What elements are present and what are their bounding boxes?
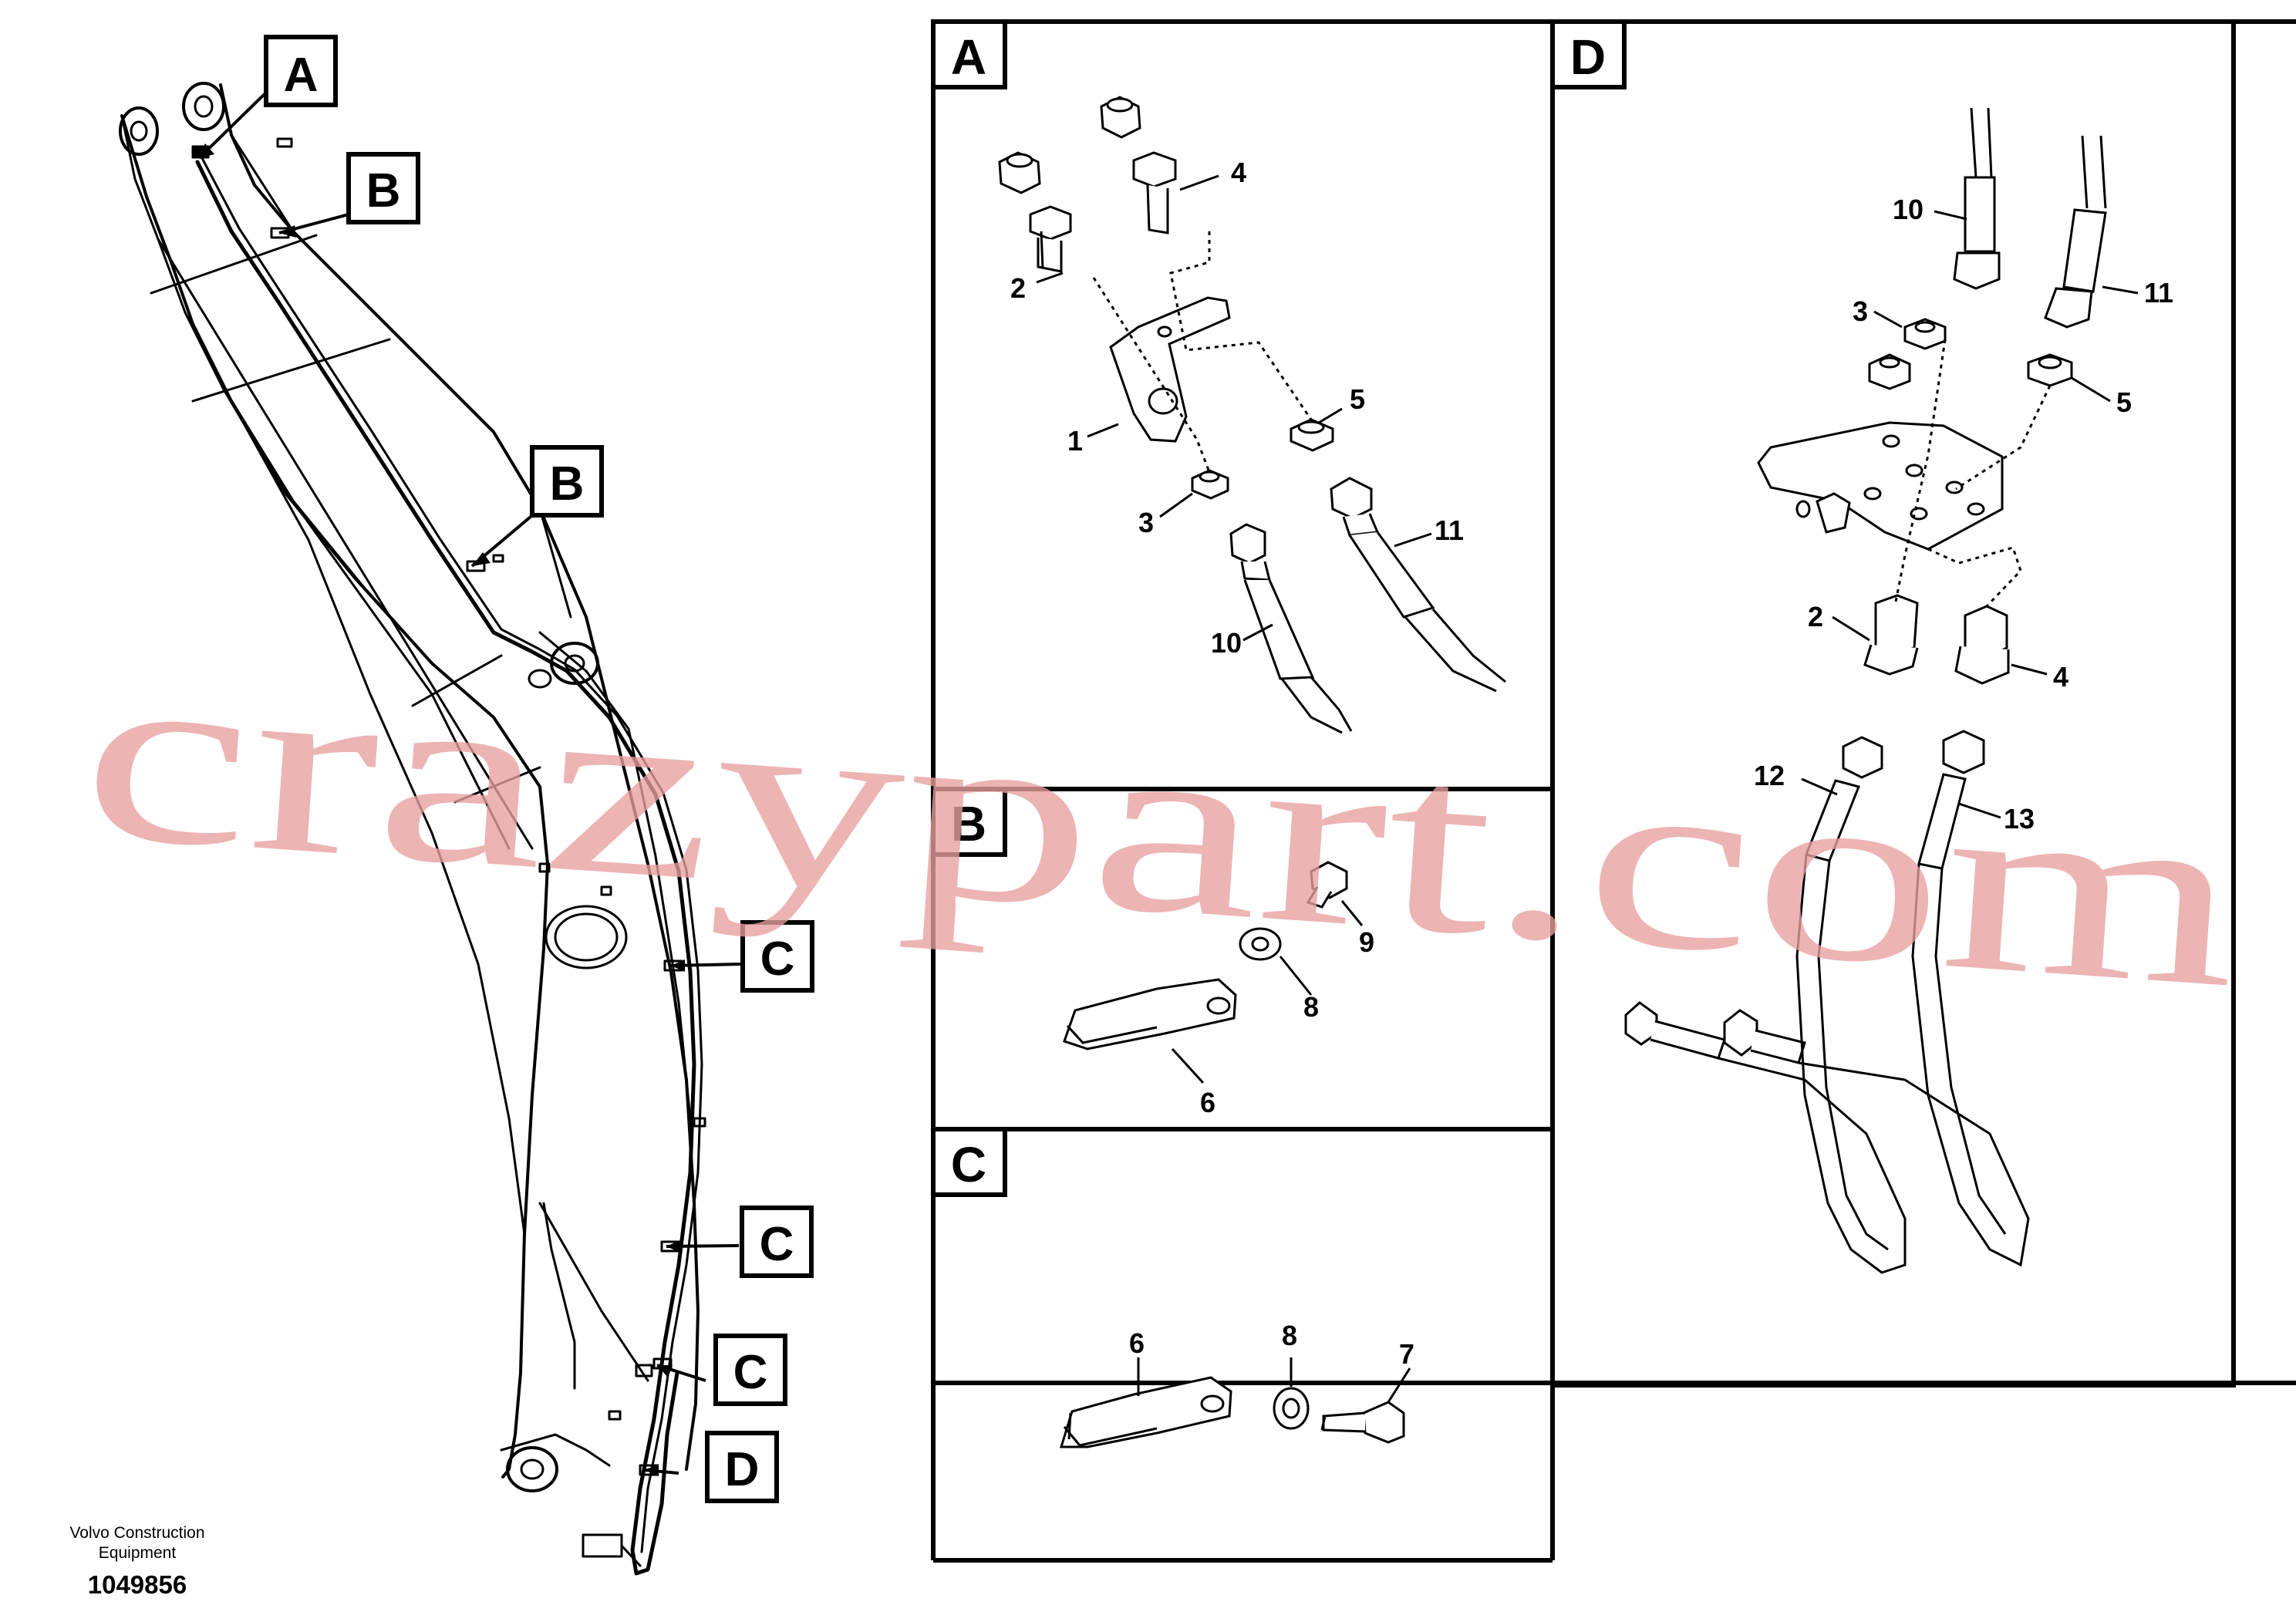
part-number-2: 2 [1010, 272, 1026, 304]
svg-text:A: A [951, 29, 986, 85]
watermark: crazypart.com [75, 609, 2249, 1041]
part-number-1: 1 [1067, 425, 1083, 457]
company-line-2: Equipment [99, 1544, 177, 1562]
part-number-10: 10 [1893, 194, 1923, 225]
callout-box-c-upper: C [740, 920, 814, 993]
part-number-11: 11 [2144, 277, 2173, 309]
panel-d: D [1550, 19, 2173, 1274]
svg-text:A: A [284, 49, 319, 102]
footer: Volvo Construction Equipment 1049856 [69, 1524, 204, 1599]
callout-box-d: D [705, 1431, 779, 1503]
part-number-2: 2 [1808, 601, 1823, 632]
part-number-10: 10 [1211, 627, 1242, 659]
svg-text:D: D [1570, 29, 1606, 85]
panel-a: A [931, 19, 1506, 734]
part-number-12: 12 [1754, 760, 1785, 791]
panel-b-parts-drawing [1063, 861, 1348, 1050]
panel-d-parts-drawing [1624, 107, 2107, 1064]
svg-text:C: C [760, 1218, 794, 1271]
part-number-6: 6 [1200, 1087, 1215, 1118]
panel-b-leaders [1171, 900, 1364, 1084]
part-number-6: 6 [1129, 1327, 1145, 1359]
callout-box-c-middle: C [740, 1206, 814, 1278]
part-number-9: 9 [1359, 926, 1374, 958]
panel-c-leaders [1137, 1357, 1411, 1403]
company-line-1: Volvo Construction [69, 1524, 204, 1542]
svg-text:C: C [760, 932, 795, 986]
callout-box-a: A [264, 35, 338, 107]
svg-text:B: B [550, 457, 585, 511]
svg-text:B: B [951, 796, 986, 851]
part-number-3: 3 [1853, 295, 1868, 327]
svg-text:B: B [366, 164, 401, 218]
part-number-4: 4 [1231, 157, 1246, 188]
callout-box-b-upper: B [346, 152, 420, 224]
panel-c-parts-drawing [1059, 1376, 1405, 1448]
panel-a-dotted-lines [1092, 231, 1313, 473]
svg-text:C: C [951, 1137, 986, 1192]
arm-assembly-drawing [119, 82, 706, 1576]
part-number-5: 5 [1350, 383, 1365, 415]
part-number-3: 3 [1138, 507, 1154, 538]
part-number-4: 4 [2053, 661, 2068, 693]
callout-arrowheads [199, 143, 685, 1476]
part-number-8: 8 [1303, 991, 1319, 1023]
callout-box-c-lower: C [713, 1334, 787, 1406]
panel-d-leaders [1801, 210, 2139, 819]
panel-frames [931, 19, 2296, 1563]
part-number-7: 7 [1399, 1338, 1414, 1370]
panel-d-dotted-lines [1894, 339, 2052, 608]
panel-c: C 6 8 7 [931, 1127, 1414, 1448]
svg-text:D: D [725, 1443, 760, 1496]
part-number-11: 11 [1435, 514, 1464, 546]
part-number-13: 13 [2004, 803, 2035, 835]
part-number-8: 8 [1282, 1320, 1297, 1351]
panel-b: B 9 8 6 [931, 787, 1374, 1118]
panel-a-leaders [1036, 174, 1432, 642]
svg-text:C: C [733, 1346, 768, 1399]
panel-d-hose-curves [1718, 854, 2030, 1274]
drawing-number: 1049856 [88, 1570, 187, 1599]
panel-a-parts-drawing [998, 96, 1506, 734]
part-number-5: 5 [2116, 386, 2132, 418]
callout-box-b-lower: B [530, 445, 604, 518]
